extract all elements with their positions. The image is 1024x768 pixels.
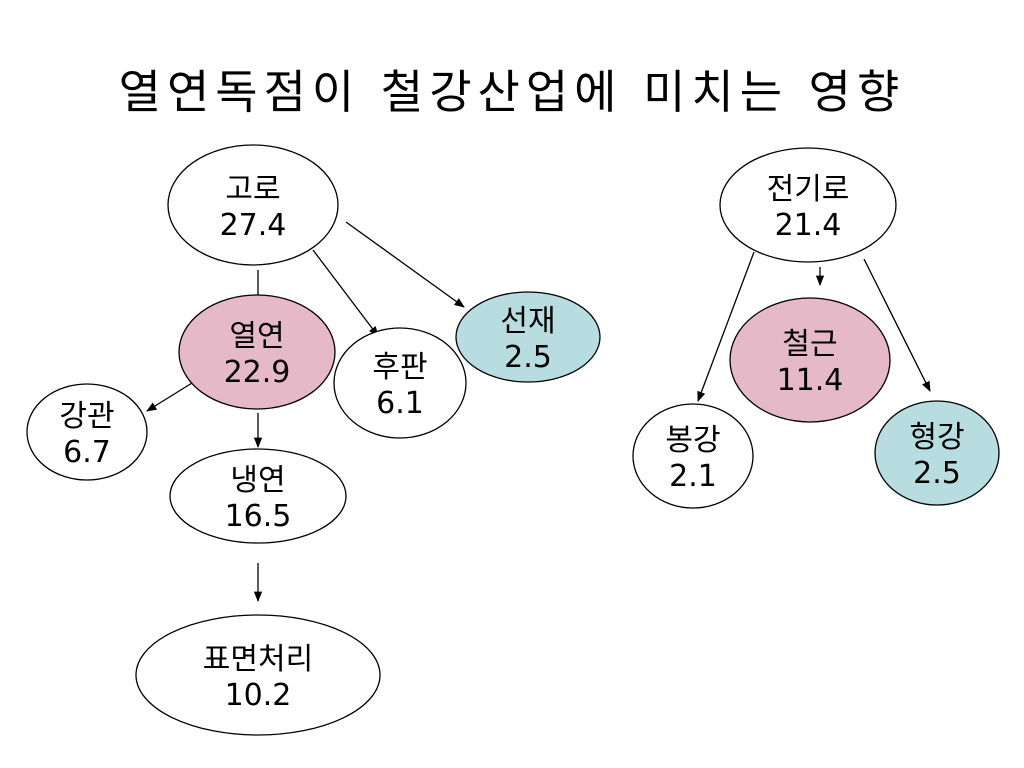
node-bonggang: 봉강2.1 bbox=[632, 403, 754, 509]
node-ellipse-hyeonggang bbox=[874, 400, 1000, 506]
node-ellipse-hupan bbox=[333, 327, 467, 439]
edge-goro-to-hupan bbox=[312, 249, 379, 337]
page-title: 열연독점이 철강산업에 미치는 영향 bbox=[119, 65, 906, 119]
node-value-hyeonggang: 2.5 bbox=[913, 456, 961, 491]
node-value-jeongiro: 21.4 bbox=[775, 208, 842, 243]
node-hupan: 후판6.1 bbox=[333, 327, 467, 439]
node-ellipse-naengyeon bbox=[169, 448, 347, 544]
node-value-goro: 27.4 bbox=[220, 208, 287, 243]
node-value-hupan: 6.1 bbox=[376, 386, 424, 421]
node-ellipse-ganggwan bbox=[26, 383, 148, 481]
node-name-yeolyeon: 열연 bbox=[229, 319, 284, 354]
node-hyeonggang: 형강2.5 bbox=[874, 400, 1000, 506]
node-name-goro: 고로 bbox=[225, 172, 280, 207]
node-seonjae: 선재2.5 bbox=[455, 291, 601, 383]
node-name-bonggang: 봉강 bbox=[665, 423, 720, 458]
node-ellipse-goro bbox=[167, 144, 339, 266]
edges-layer bbox=[146, 221, 931, 603]
node-ellipse-bonggang bbox=[632, 403, 754, 509]
node-value-yeolyeon: 22.9 bbox=[224, 355, 291, 390]
node-ganggwan: 강관6.7 bbox=[26, 383, 148, 481]
node-ellipse-seonjae bbox=[455, 291, 601, 383]
node-value-seonjae: 2.5 bbox=[504, 340, 552, 375]
node-ellipse-jeongiro bbox=[719, 147, 897, 263]
node-name-pyomyeon: 표면처리 bbox=[203, 642, 313, 677]
node-name-cheolgeun: 철근 bbox=[782, 327, 837, 362]
node-value-bonggang: 2.1 bbox=[669, 459, 717, 494]
edge-goro-to-seonjae bbox=[345, 221, 465, 308]
node-name-naengyeon: 냉연 bbox=[230, 463, 285, 498]
node-name-ganggwan: 강관 bbox=[59, 399, 114, 434]
node-name-jeongiro: 전기로 bbox=[767, 172, 850, 207]
node-value-pyomyeon: 10.2 bbox=[225, 678, 292, 713]
edge-jeongiro-to-bonggang bbox=[697, 251, 755, 402]
node-value-cheolgeun: 11.4 bbox=[777, 363, 844, 398]
node-name-hyeonggang: 형강 bbox=[909, 420, 964, 455]
edge-yeolyeon-to-ganggwan bbox=[146, 382, 193, 412]
node-value-naengyeon: 16.5 bbox=[225, 499, 292, 534]
node-ellipse-cheolgeun bbox=[729, 297, 891, 423]
node-name-seonjae: 선재 bbox=[500, 304, 555, 339]
node-name-hupan: 후판 bbox=[372, 350, 427, 385]
edge-jeongiro-to-hyeonggang bbox=[863, 258, 931, 392]
node-ellipse-pyomyeon bbox=[135, 614, 381, 736]
node-ellipse-yeolyeon bbox=[178, 294, 336, 410]
node-value-ganggwan: 6.7 bbox=[63, 435, 111, 470]
